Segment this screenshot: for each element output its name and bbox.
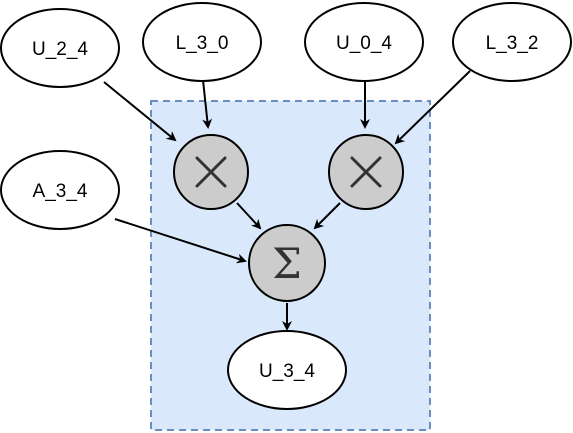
node-u-3-4: U_3_4 [227,330,347,410]
multiply-right-symbol: × [348,147,383,196]
edge-multiply-right-to-sum [313,202,341,230]
multiply-left-icon [195,156,227,188]
node-l-3-2-label: L_3_2 [486,33,539,54]
node-l-3-0: L_3_0 [142,2,262,82]
node-a-3-4: A_3_4 [0,150,120,230]
sum-symbol: Σ [272,239,302,288]
node-u-0-4: U_0_4 [304,2,424,82]
multiply-left-symbol: × [193,147,228,196]
node-u-3-4-label: U_3_4 [259,361,315,382]
edge-l32-to-multiply-right [394,70,471,145]
sum-operator: Σ [248,224,326,302]
edge-multiply-left-to-sum [236,202,262,230]
multiply-right-icon [350,156,382,188]
multiply-left-operator: × [173,134,249,210]
multiply-right-operator: × [328,134,404,210]
node-l-3-2: L_3_2 [452,2,572,82]
node-u-2-4-label: U_2_4 [32,39,88,60]
edge-a34-to-sum [114,218,247,264]
node-u-2-4: U_2_4 [0,8,120,88]
node-l-3-0-label: L_3_0 [176,33,229,54]
node-u-0-4-label: U_0_4 [336,33,392,54]
edge-u24-to-multiply-left [103,81,177,142]
edge-l30-to-multiply-left [202,79,213,129]
node-a-3-4-label: A_3_4 [33,181,88,202]
